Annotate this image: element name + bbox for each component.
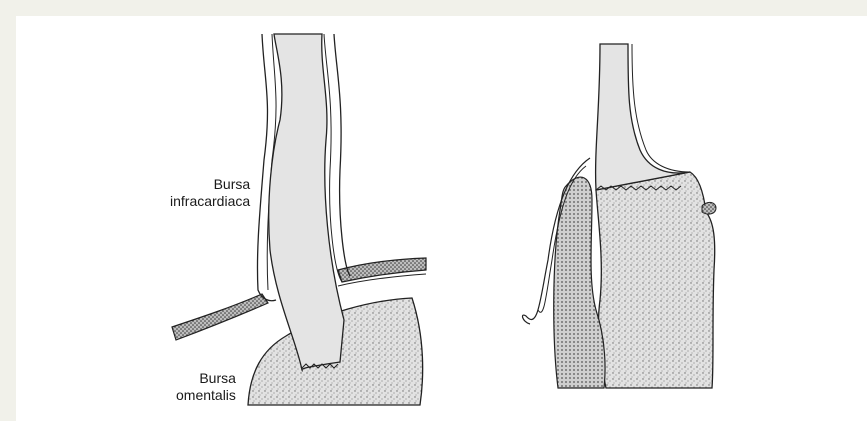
label-bursa-omentalis-line2: omentalis <box>176 387 236 404</box>
label-bursa-omentalis-line1: Bursa <box>176 370 236 387</box>
left-diaphragm-band <box>172 294 268 340</box>
label-bursa-infracardiaca: Bursa infracardiaca <box>170 176 250 210</box>
right-stomach-mass <box>596 172 715 388</box>
right-diagram <box>523 44 716 388</box>
right-pocket <box>702 202 716 214</box>
label-bursa-infracardiaca-line2: infracardiaca <box>170 193 250 210</box>
left-diagram <box>172 34 426 405</box>
left-esophagus <box>269 34 344 370</box>
label-bursa-omentalis: Bursa omentalis <box>176 370 236 404</box>
label-bursa-infracardiaca-line1: Bursa <box>170 176 250 193</box>
right-esophagus <box>596 44 690 190</box>
